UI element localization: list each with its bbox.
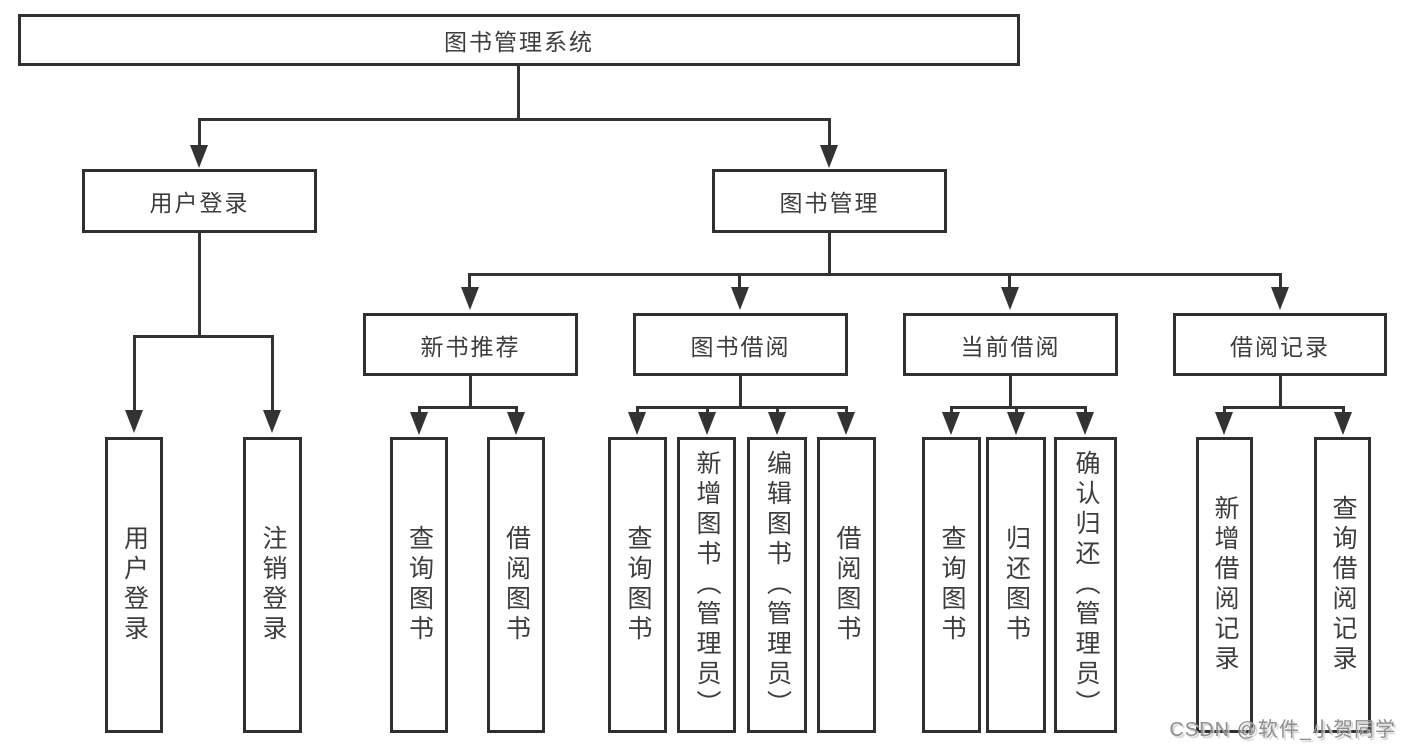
leaf-logout: 注销登录 — [243, 437, 302, 733]
leaf-nb-query-books: 查询图书 — [390, 437, 448, 733]
connector-bb-borrow — [845, 406, 848, 415]
arrowhead-nb-query — [410, 412, 428, 435]
arrowhead-new-book — [461, 287, 479, 310]
node-borrow-records-label: 借阅记录 — [1230, 333, 1330, 360]
connector-current-borrow-split — [950, 406, 1087, 409]
leaf-bb-query-books: 查询图书 — [608, 437, 667, 733]
connector-to-book-borrow — [738, 273, 741, 290]
connector-book-management-split — [468, 273, 1282, 276]
leaf-br-add-record-label: 新增借阅记录 — [1211, 495, 1239, 675]
node-book-borrow-label: 图书借阅 — [690, 333, 791, 360]
leaf-br-query-record-label: 查询借阅记录 — [1329, 495, 1357, 675]
arrowhead-current-borrow — [1001, 287, 1019, 310]
leaf-br-add-record: 新增借阅记录 — [1196, 437, 1253, 733]
leaf-nb-borrow-books: 借阅图书 — [487, 437, 545, 733]
arrowhead-br-query — [1334, 412, 1352, 435]
connector-cb-return — [1015, 406, 1018, 415]
leaf-bb-add-books-admin-label: 新增图书（管理员） — [693, 450, 721, 720]
leaf-logout-label: 注销登录 — [259, 525, 287, 645]
connector-br-query — [1342, 406, 1345, 415]
connector-nb-query — [418, 406, 421, 415]
connector-nb-borrow — [515, 406, 518, 415]
connector-book-borrow-stem — [739, 376, 742, 409]
arrowhead-bb-add — [698, 412, 716, 435]
connector-bb-edit — [776, 406, 779, 415]
arrowhead-cb-query — [942, 412, 960, 435]
node-root-label: 图书管理系统 — [444, 29, 594, 55]
arrowhead-cb-return — [1007, 412, 1025, 435]
connector-user-login-split — [133, 335, 274, 338]
node-user-login: 用户登录 — [82, 169, 317, 233]
leaf-cb-query-books: 查询图书 — [922, 437, 981, 733]
leaf-nb-borrow-books-label: 借阅图书 — [502, 525, 531, 645]
csdn-watermark: CSDN @软件_小贺同学 — [1169, 719, 1396, 741]
node-root: 图书管理系统 — [18, 14, 1020, 66]
arrowhead-book-borrow — [731, 287, 749, 310]
connector-cb-query — [950, 406, 953, 415]
connector-to-user-login — [198, 118, 201, 148]
node-book-management: 图书管理 — [712, 169, 947, 233]
connector-new-book-stem — [469, 376, 472, 409]
leaf-br-query-record: 查询借阅记录 — [1314, 437, 1371, 733]
node-new-book-recommend: 新书推荐 — [363, 313, 578, 376]
connector-cb-confirm — [1084, 406, 1087, 415]
arrowhead-bb-query — [628, 412, 646, 435]
arrowhead-leaf-logout — [263, 410, 281, 433]
leaf-bb-query-books-label: 查询图书 — [624, 525, 652, 645]
connector-borrow-records-stem — [1279, 376, 1282, 409]
connector-new-book-split — [418, 406, 518, 409]
leaf-bb-borrow-books-label: 借阅图书 — [833, 525, 861, 645]
connector-bb-query — [636, 406, 639, 415]
arrowhead-cb-confirm — [1076, 412, 1094, 435]
node-current-borrow: 当前借阅 — [903, 313, 1118, 376]
connector-to-new-book — [468, 273, 471, 290]
node-borrow-records: 借阅记录 — [1173, 313, 1387, 376]
arrowhead-bb-borrow — [837, 412, 855, 435]
arrowhead-br-add — [1215, 412, 1233, 435]
node-user-login-label: 用户登录 — [149, 190, 250, 216]
connector-to-leaf-user-login — [133, 335, 136, 413]
arrowhead-nb-borrow — [507, 412, 525, 435]
node-book-borrow: 图书借阅 — [633, 313, 848, 376]
connector-bb-add — [706, 406, 709, 415]
leaf-cb-query-books-label: 查询图书 — [938, 525, 966, 645]
connector-to-leaf-logout — [271, 335, 274, 413]
connector-user-login-stem — [198, 233, 201, 338]
arrowhead-leaf-user-login — [125, 410, 143, 433]
arrowhead-bb-edit — [768, 412, 786, 435]
connector-book-borrow-split — [636, 406, 848, 409]
connector-root-split — [198, 118, 831, 121]
leaf-bb-edit-books-admin-label: 编辑图书（管理员） — [763, 450, 792, 720]
arrowhead-borrow-records — [1271, 287, 1289, 310]
connector-root-stem — [517, 66, 520, 121]
leaf-bb-borrow-books: 借阅图书 — [817, 437, 876, 733]
leaf-cb-return-books: 归还图书 — [986, 437, 1046, 733]
connector-current-borrow-stem — [1009, 376, 1012, 409]
node-current-borrow-label: 当前借阅 — [960, 333, 1061, 360]
leaf-user-login-label: 用户登录 — [120, 525, 149, 645]
connector-to-book-management — [828, 118, 831, 148]
leaf-cb-confirm-return-admin-label: 确认归还（管理员） — [1072, 450, 1100, 720]
leaf-cb-confirm-return-admin: 确认归还（管理员） — [1054, 437, 1117, 733]
connector-br-add — [1223, 406, 1226, 415]
leaf-user-login: 用户登录 — [105, 437, 163, 733]
arrowhead-user-login — [190, 145, 208, 168]
connector-book-management-stem — [828, 233, 831, 276]
connector-to-borrow-records — [1279, 273, 1282, 290]
node-book-management-label: 图书管理 — [779, 190, 880, 216]
connector-to-current-borrow — [1008, 273, 1011, 290]
leaf-bb-add-books-admin: 新增图书（管理员） — [677, 437, 736, 733]
arrowhead-book-management — [820, 145, 838, 168]
node-new-book-recommend-label: 新书推荐 — [420, 333, 521, 360]
connector-borrow-records-split — [1223, 406, 1345, 409]
leaf-nb-query-books-label: 查询图书 — [405, 525, 434, 645]
leaf-bb-edit-books-admin: 编辑图书（管理员） — [747, 437, 807, 733]
leaf-cb-return-books-label: 归还图书 — [1002, 525, 1031, 645]
